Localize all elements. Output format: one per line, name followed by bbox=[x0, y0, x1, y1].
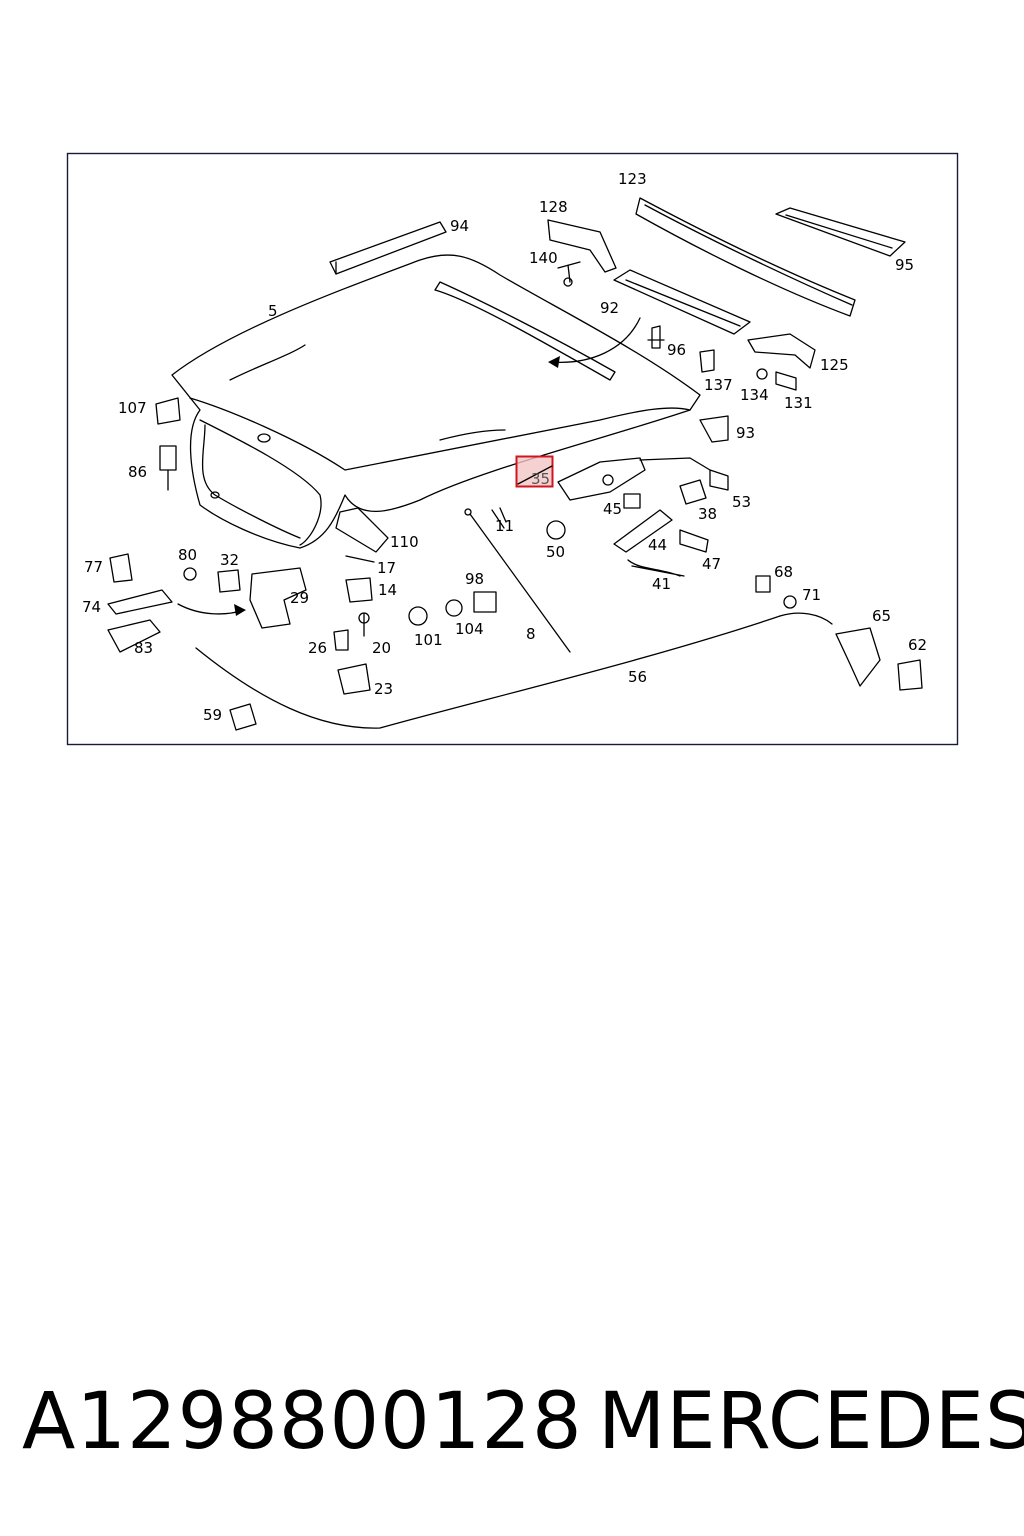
label-93: 93 bbox=[736, 424, 755, 442]
label-140: 140 bbox=[529, 249, 558, 267]
label-104: 104 bbox=[455, 620, 484, 638]
label-101: 101 bbox=[414, 631, 443, 649]
label-94: 94 bbox=[450, 217, 469, 235]
label-47: 47 bbox=[702, 555, 721, 573]
label-59: 59 bbox=[203, 706, 222, 724]
label-86: 86 bbox=[128, 463, 147, 481]
label-5: 5 bbox=[268, 302, 278, 320]
label-62: 62 bbox=[908, 636, 927, 654]
hood-drawing bbox=[171, 254, 701, 549]
label-92: 92 bbox=[600, 299, 619, 317]
label-44: 44 bbox=[648, 536, 667, 554]
label-41: 41 bbox=[652, 575, 671, 593]
label-77: 77 bbox=[84, 558, 103, 576]
label-80: 80 bbox=[178, 546, 197, 564]
label-53: 53 bbox=[732, 493, 751, 511]
label-8: 8 bbox=[526, 625, 536, 643]
diagram-frame bbox=[66, 152, 959, 746]
label-107: 107 bbox=[118, 399, 147, 417]
parts-diagram: 123 128 94 95 140 5 92 96 125 137 107 13… bbox=[66, 152, 959, 746]
label-56: 56 bbox=[628, 668, 647, 686]
label-110: 110 bbox=[390, 533, 419, 551]
label-83: 83 bbox=[134, 639, 153, 657]
label-68: 68 bbox=[774, 563, 793, 581]
label-45: 45 bbox=[603, 500, 622, 518]
label-131: 131 bbox=[784, 394, 813, 412]
label-14: 14 bbox=[378, 581, 397, 599]
label-128: 128 bbox=[539, 198, 568, 216]
label-38: 38 bbox=[698, 505, 717, 523]
label-134: 134 bbox=[740, 386, 769, 404]
label-35: 35 bbox=[531, 470, 550, 488]
label-23: 23 bbox=[374, 680, 393, 698]
label-20: 20 bbox=[372, 639, 391, 657]
label-96: 96 bbox=[667, 341, 686, 359]
brand-name: MERCEDES bbox=[598, 1377, 1024, 1467]
label-11: 11 bbox=[495, 517, 514, 535]
label-98: 98 bbox=[465, 570, 484, 588]
label-95: 95 bbox=[895, 256, 914, 274]
label-65: 65 bbox=[872, 607, 891, 625]
label-29: 29 bbox=[290, 589, 309, 607]
label-17: 17 bbox=[377, 559, 396, 577]
label-123: 123 bbox=[618, 170, 647, 188]
label-26: 26 bbox=[308, 639, 327, 657]
label-50: 50 bbox=[546, 543, 565, 561]
label-137: 137 bbox=[704, 376, 733, 394]
part-number: A1298800128 bbox=[22, 1377, 583, 1467]
label-71: 71 bbox=[802, 586, 821, 604]
label-74: 74 bbox=[82, 598, 101, 616]
label-32: 32 bbox=[220, 551, 239, 569]
caption: A1298800128 MERCEDES bbox=[0, 1372, 1024, 1482]
label-125: 125 bbox=[820, 356, 849, 374]
